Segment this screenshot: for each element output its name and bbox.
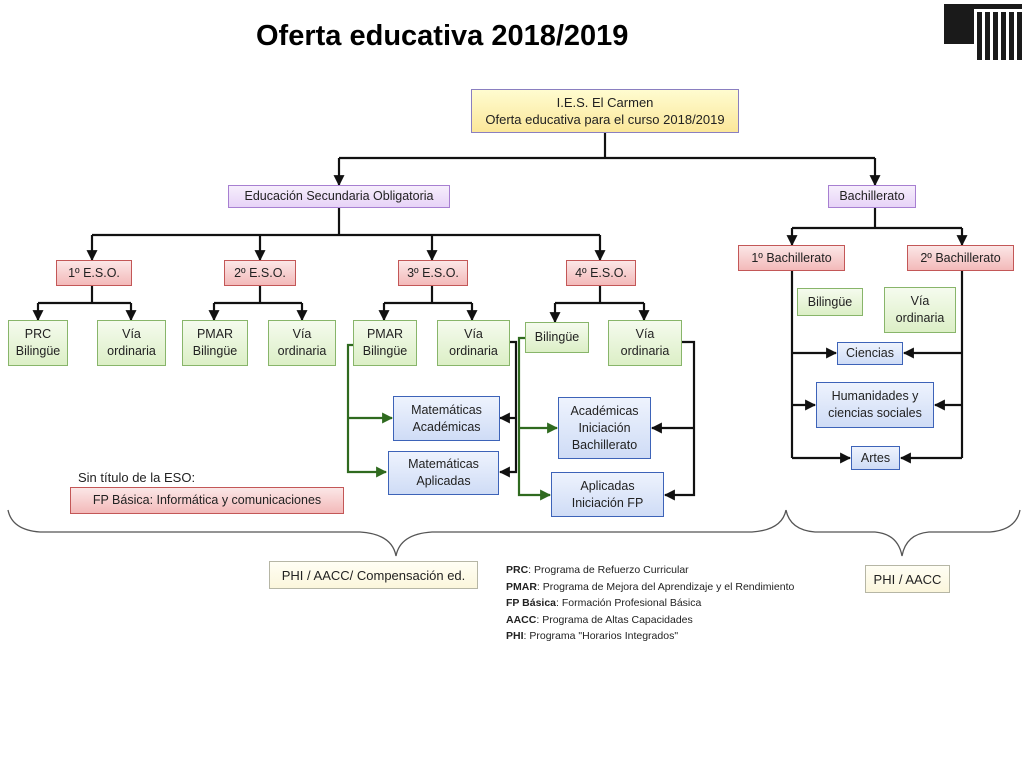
option-line: ordinaria bbox=[449, 344, 498, 358]
eso3-pmar-bilingue: PMAR Bilingüe bbox=[353, 320, 417, 366]
option-line: Bilingüe bbox=[362, 344, 408, 358]
path-line: Aplicadas bbox=[580, 478, 635, 493]
eso-2-box: 2º E.S.O. bbox=[224, 260, 296, 286]
eso1-prc-bilingue: PRC Bilingüe bbox=[8, 320, 68, 366]
option-line: Bilingüe bbox=[192, 344, 238, 358]
option-line: Vía bbox=[292, 327, 312, 341]
legend-text: Programa "Horarios Integrados" bbox=[529, 630, 679, 643]
eso2-pmar-bilingue: PMAR Bilingüe bbox=[182, 320, 248, 366]
legend-text: Programa de Refuerzo Curricular bbox=[534, 564, 689, 576]
fp-basica-box: FP Básica: Informática y comunicaciones bbox=[70, 487, 344, 514]
bachillerato-box: Bachillerato bbox=[828, 185, 916, 208]
option-line: ordinaria bbox=[277, 344, 327, 358]
eso-3-box: 3º E.S.O. bbox=[398, 260, 468, 286]
math-line: Aplicadas bbox=[416, 474, 471, 488]
legend-row: PMAR: Programa de Mejora del Aprendizaje… bbox=[506, 580, 795, 593]
option-line: Vía bbox=[910, 294, 930, 308]
page-title: Oferta educativa 2018/2019 bbox=[256, 20, 629, 52]
path-line: Iniciación bbox=[578, 420, 631, 435]
legend-row: PRC: Programa de Refuerzo Curricular bbox=[506, 564, 689, 576]
legend-abbr: FP Básica bbox=[506, 597, 557, 610]
bach-2-box: 2º Bachillerato bbox=[907, 245, 1014, 271]
legend-text: Formación Profesional Básica bbox=[561, 597, 702, 610]
institution-logo-icon bbox=[944, 4, 1022, 60]
option-line: Vía bbox=[635, 327, 655, 341]
humanidades-box: Humanidades y ciencias sociales bbox=[816, 382, 934, 428]
artes-box: Artes bbox=[851, 446, 900, 470]
eso-support-box: PHI / AACC/ Compensación ed. bbox=[269, 561, 478, 589]
option-line: Vía bbox=[464, 327, 483, 341]
bach-1-box: 1º Bachillerato bbox=[738, 245, 845, 271]
option-line: Bilingüe bbox=[534, 330, 580, 344]
option-line: Vía bbox=[122, 327, 141, 341]
eso1-via-ordinaria: Vía ordinaria bbox=[97, 320, 166, 366]
academicas-bach-box: Académicas Iniciación Bachillerato bbox=[558, 397, 651, 459]
legend-row: FP Básica: Formación Profesional Básica bbox=[506, 597, 702, 610]
math-aplicadas-box: Matemáticas Aplicadas bbox=[388, 451, 499, 495]
legend-abbr: PHI bbox=[506, 630, 524, 643]
option-line: PMAR bbox=[366, 327, 404, 341]
modality-line: Ciencias bbox=[846, 346, 894, 360]
bach-support-box: PHI / AACC bbox=[865, 565, 950, 593]
no-eso-title-label: Sin título de la ESO: bbox=[78, 470, 196, 485]
math-line: Académicas bbox=[412, 419, 481, 434]
option-line: PRC bbox=[24, 327, 52, 341]
eso3-via-ordinaria: Vía ordinaria bbox=[437, 320, 510, 366]
eso4-via-ordinaria: Vía ordinaria bbox=[608, 320, 682, 366]
path-line: Bachillerato bbox=[571, 437, 638, 452]
math-line: Matemáticas bbox=[408, 457, 479, 471]
option-line: ordinaria bbox=[895, 311, 945, 325]
root-title: I.E.S. El Carmen bbox=[556, 95, 654, 110]
legend-text: Programa de Altas Capacidades bbox=[542, 613, 693, 626]
modality-line: Humanidades y bbox=[831, 389, 919, 403]
option-line: ordinaria bbox=[620, 344, 670, 358]
modality-line: Artes bbox=[860, 450, 891, 465]
ciencias-box: Ciencias bbox=[837, 342, 903, 365]
path-line: Iniciación FP bbox=[571, 495, 644, 510]
root-subtitle: Oferta educativa para el curso 2018/2019 bbox=[485, 112, 725, 127]
eso-box: Educación Secundaria Obligatoria bbox=[228, 185, 450, 208]
legend-abbr: PRC bbox=[506, 564, 529, 576]
eso4-bilingue: Bilingüe bbox=[525, 322, 589, 353]
option-line: PMAR bbox=[196, 327, 234, 341]
root-box: I.E.S. El Carmen Oferta educativa para e… bbox=[471, 89, 739, 133]
math-academicas-box: Matemáticas Académicas bbox=[393, 396, 500, 441]
option-line: ordinaria bbox=[107, 344, 156, 358]
bach-via-ordinaria: Vía ordinaria bbox=[884, 287, 956, 333]
math-line: Matemáticas bbox=[411, 402, 482, 417]
option-line: Bilingüe bbox=[15, 344, 61, 358]
abbreviations-legend: PRC: Programa de Refuerzo Curricular PMA… bbox=[506, 562, 794, 645]
eso2-via-ordinaria: Vía ordinaria bbox=[268, 320, 336, 366]
legend-abbr: PMAR bbox=[506, 580, 537, 593]
aplicadas-fp-box: Aplicadas Iniciación FP bbox=[551, 472, 664, 517]
modality-line: ciencias sociales bbox=[828, 406, 922, 420]
eso-1-box: 1º E.S.O. bbox=[56, 260, 132, 286]
eso-4-box: 4º E.S.O. bbox=[566, 260, 636, 286]
legend-text: Programa de Mejora del Aprendizaje y el … bbox=[542, 580, 795, 593]
legend-abbr: AACC bbox=[506, 613, 537, 626]
legend-row: AACC: Programa de Altas Capacidades bbox=[506, 613, 693, 626]
legend-row: PHI: Programa "Horarios Integrados" bbox=[506, 630, 679, 643]
path-line: Académicas bbox=[570, 403, 639, 418]
bach-bilingue: Bilingüe bbox=[797, 288, 863, 316]
